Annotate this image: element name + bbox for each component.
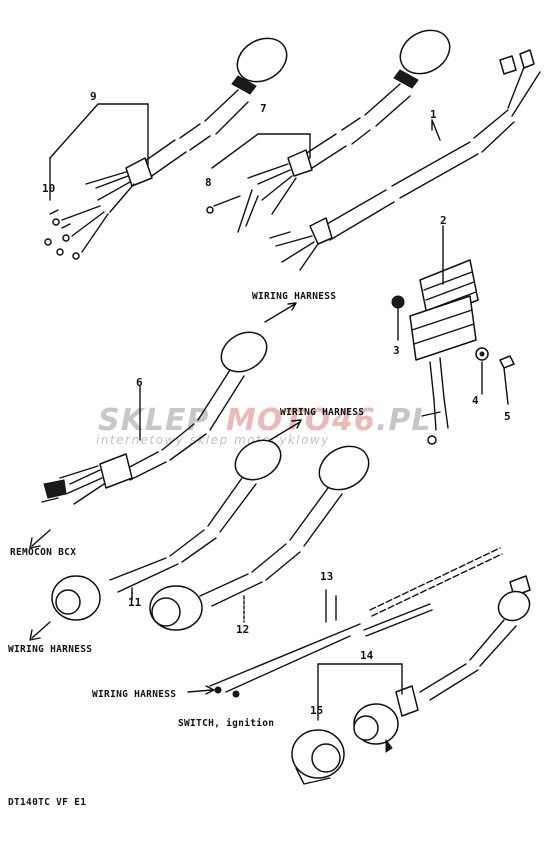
watermark-brand-a: SKLEP — [98, 403, 209, 438]
harness-part-9 — [44, 37, 288, 260]
wire-part-13 — [209, 547, 503, 698]
callout-9: 9 — [90, 90, 97, 103]
label-wiring-harness-mid: WIRING HARNESS — [280, 407, 364, 418]
ignition-switch-part-14 — [317, 575, 531, 753]
harness-part-7 — [206, 29, 451, 233]
watermark-tagline: internetowy sklep motocyklowy — [96, 433, 330, 447]
callout-11: 11 — [128, 596, 142, 609]
label-wiring-harness-top: WIRING HARNESS — [252, 291, 336, 302]
callout-12: 12 — [236, 623, 249, 636]
callout-13: 13 — [320, 570, 333, 583]
label-switch-ignition: SWITCH, ignition — [178, 718, 274, 729]
callout-5: 5 — [504, 410, 511, 423]
callout-3: 3 — [393, 344, 400, 357]
arrow-to-remocon — [31, 529, 51, 547]
callout-4: 4 — [472, 394, 479, 407]
callout-15: 15 — [310, 704, 323, 717]
watermark-brand-c: 46 — [331, 403, 376, 438]
callout-14: 14 — [360, 649, 374, 662]
arrow-to-wiring-harness-top — [264, 303, 296, 323]
callout-8: 8 — [205, 176, 212, 189]
callout-7: 7 — [260, 102, 267, 115]
footer-code: DT140TC VF E1 — [8, 797, 86, 808]
watermark-brand-b: MOTO — [226, 403, 331, 438]
callout-1: 1 — [430, 108, 437, 121]
arrow-to-wiring-harness-mid — [269, 421, 301, 441]
harness-part-11 — [51, 439, 282, 621]
callout-2: 2 — [440, 214, 447, 227]
callout-10: 10 — [42, 182, 55, 195]
label-wiring-harness-bottom: WIRING HARNESS — [92, 689, 176, 700]
watermark-brand-d: .PL — [376, 403, 432, 438]
label-remocon-box: REMOCON BCX — [10, 547, 76, 558]
arrow-to-wiring-harness-bottom — [187, 689, 213, 693]
harness-part-1 — [269, 49, 541, 271]
callout-6: 6 — [136, 376, 143, 389]
regulator-part-2 — [391, 225, 515, 445]
harness-part-12 — [149, 445, 370, 631]
arrow-to-wiring-harness-left — [31, 621, 51, 639]
label-wiring-harness-left: WIRING HARNESS — [8, 644, 92, 655]
harness-part-6 — [41, 331, 268, 505]
ignition-knob-part-15 — [291, 729, 345, 785]
